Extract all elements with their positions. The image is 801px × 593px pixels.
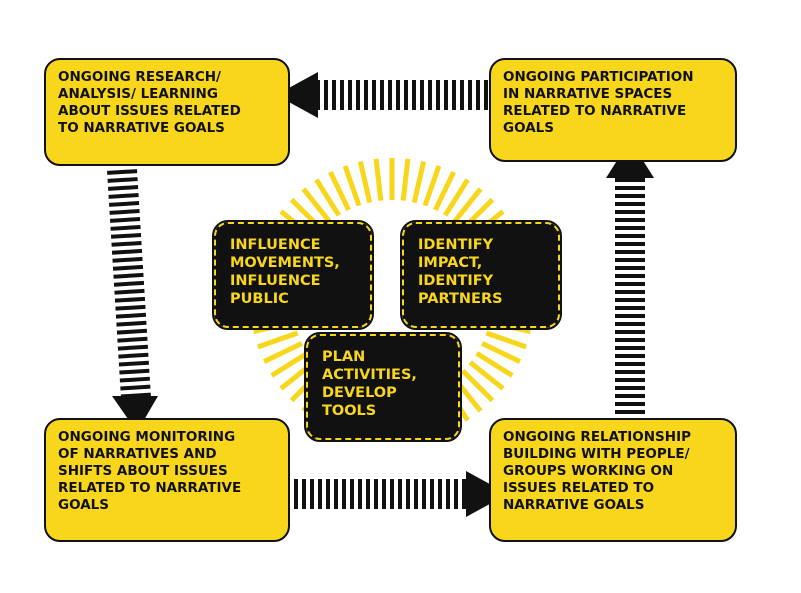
- left-arrow-shaft: [107, 169, 151, 399]
- sunburst-ray: [357, 161, 373, 204]
- sunburst-ray: [342, 165, 362, 207]
- participation-box: ONGOING PARTICIPATION IN NARRATIVE SPACE…: [489, 58, 737, 162]
- sunburst-ray: [373, 158, 384, 201]
- relationship-box-text: ONGOING RELATIONSHIP BUILDING WITH PEOPL…: [503, 429, 691, 513]
- monitoring-box: ONGOING MONITORING OF NARRATIVES AND SHI…: [44, 418, 290, 542]
- relationship-box: ONGOING RELATIONSHIP BUILDING WITH PEOPL…: [489, 418, 737, 542]
- sunburst-ray: [443, 178, 470, 217]
- sunburst-ray: [460, 368, 495, 403]
- influence-box: INFLUENCE MOVEMENTS, INFLUENCE PUBLIC: [212, 220, 374, 330]
- top-arrow-head: [276, 72, 318, 118]
- sunburst-ray: [475, 351, 514, 378]
- sunburst-ray: [452, 187, 483, 224]
- monitoring-box-text: ONGOING MONITORING OF NARRATIVES AND SHI…: [58, 429, 242, 513]
- identify-box: IDENTIFY IMPACT, IDENTIFY PARTNERS: [400, 220, 562, 330]
- sunburst-ray: [481, 341, 522, 364]
- sunburst-ray: [400, 158, 411, 201]
- sunburst-ray: [270, 351, 309, 378]
- left-arrow-head: [112, 396, 158, 432]
- sunburst-ray: [485, 330, 527, 350]
- sunburst-ray: [328, 170, 351, 211]
- sunburst-ray: [411, 161, 427, 204]
- bottom-arrow-head: [466, 471, 508, 517]
- identify-box-text: IDENTIFY IMPACT, IDENTIFY PARTNERS: [418, 237, 503, 307]
- sunburst-ray: [257, 330, 299, 350]
- sunburst-ray: [314, 178, 341, 217]
- sunburst-ray: [468, 360, 505, 391]
- research-box-text: ONGOING RESEARCH/ ANALYSIS/ LEARNING ABO…: [58, 69, 241, 136]
- research-box: ONGOING RESEARCH/ ANALYSIS/ LEARNING ABO…: [44, 58, 290, 166]
- sunburst-ray: [422, 165, 442, 207]
- plan-box: PLAN ACTIVITIES, DEVELOP TOOLS: [304, 332, 462, 442]
- participation-box-text: ONGOING PARTICIPATION IN NARRATIVE SPACE…: [503, 69, 694, 136]
- influence-box-text: INFLUENCE MOVEMENTS, INFLUENCE PUBLIC: [230, 237, 340, 307]
- sunburst-ray: [262, 341, 303, 364]
- sunburst-ray: [301, 187, 332, 224]
- plan-box-text: PLAN ACTIVITIES, DEVELOP TOOLS: [322, 349, 417, 419]
- sunburst-ray: [433, 170, 456, 211]
